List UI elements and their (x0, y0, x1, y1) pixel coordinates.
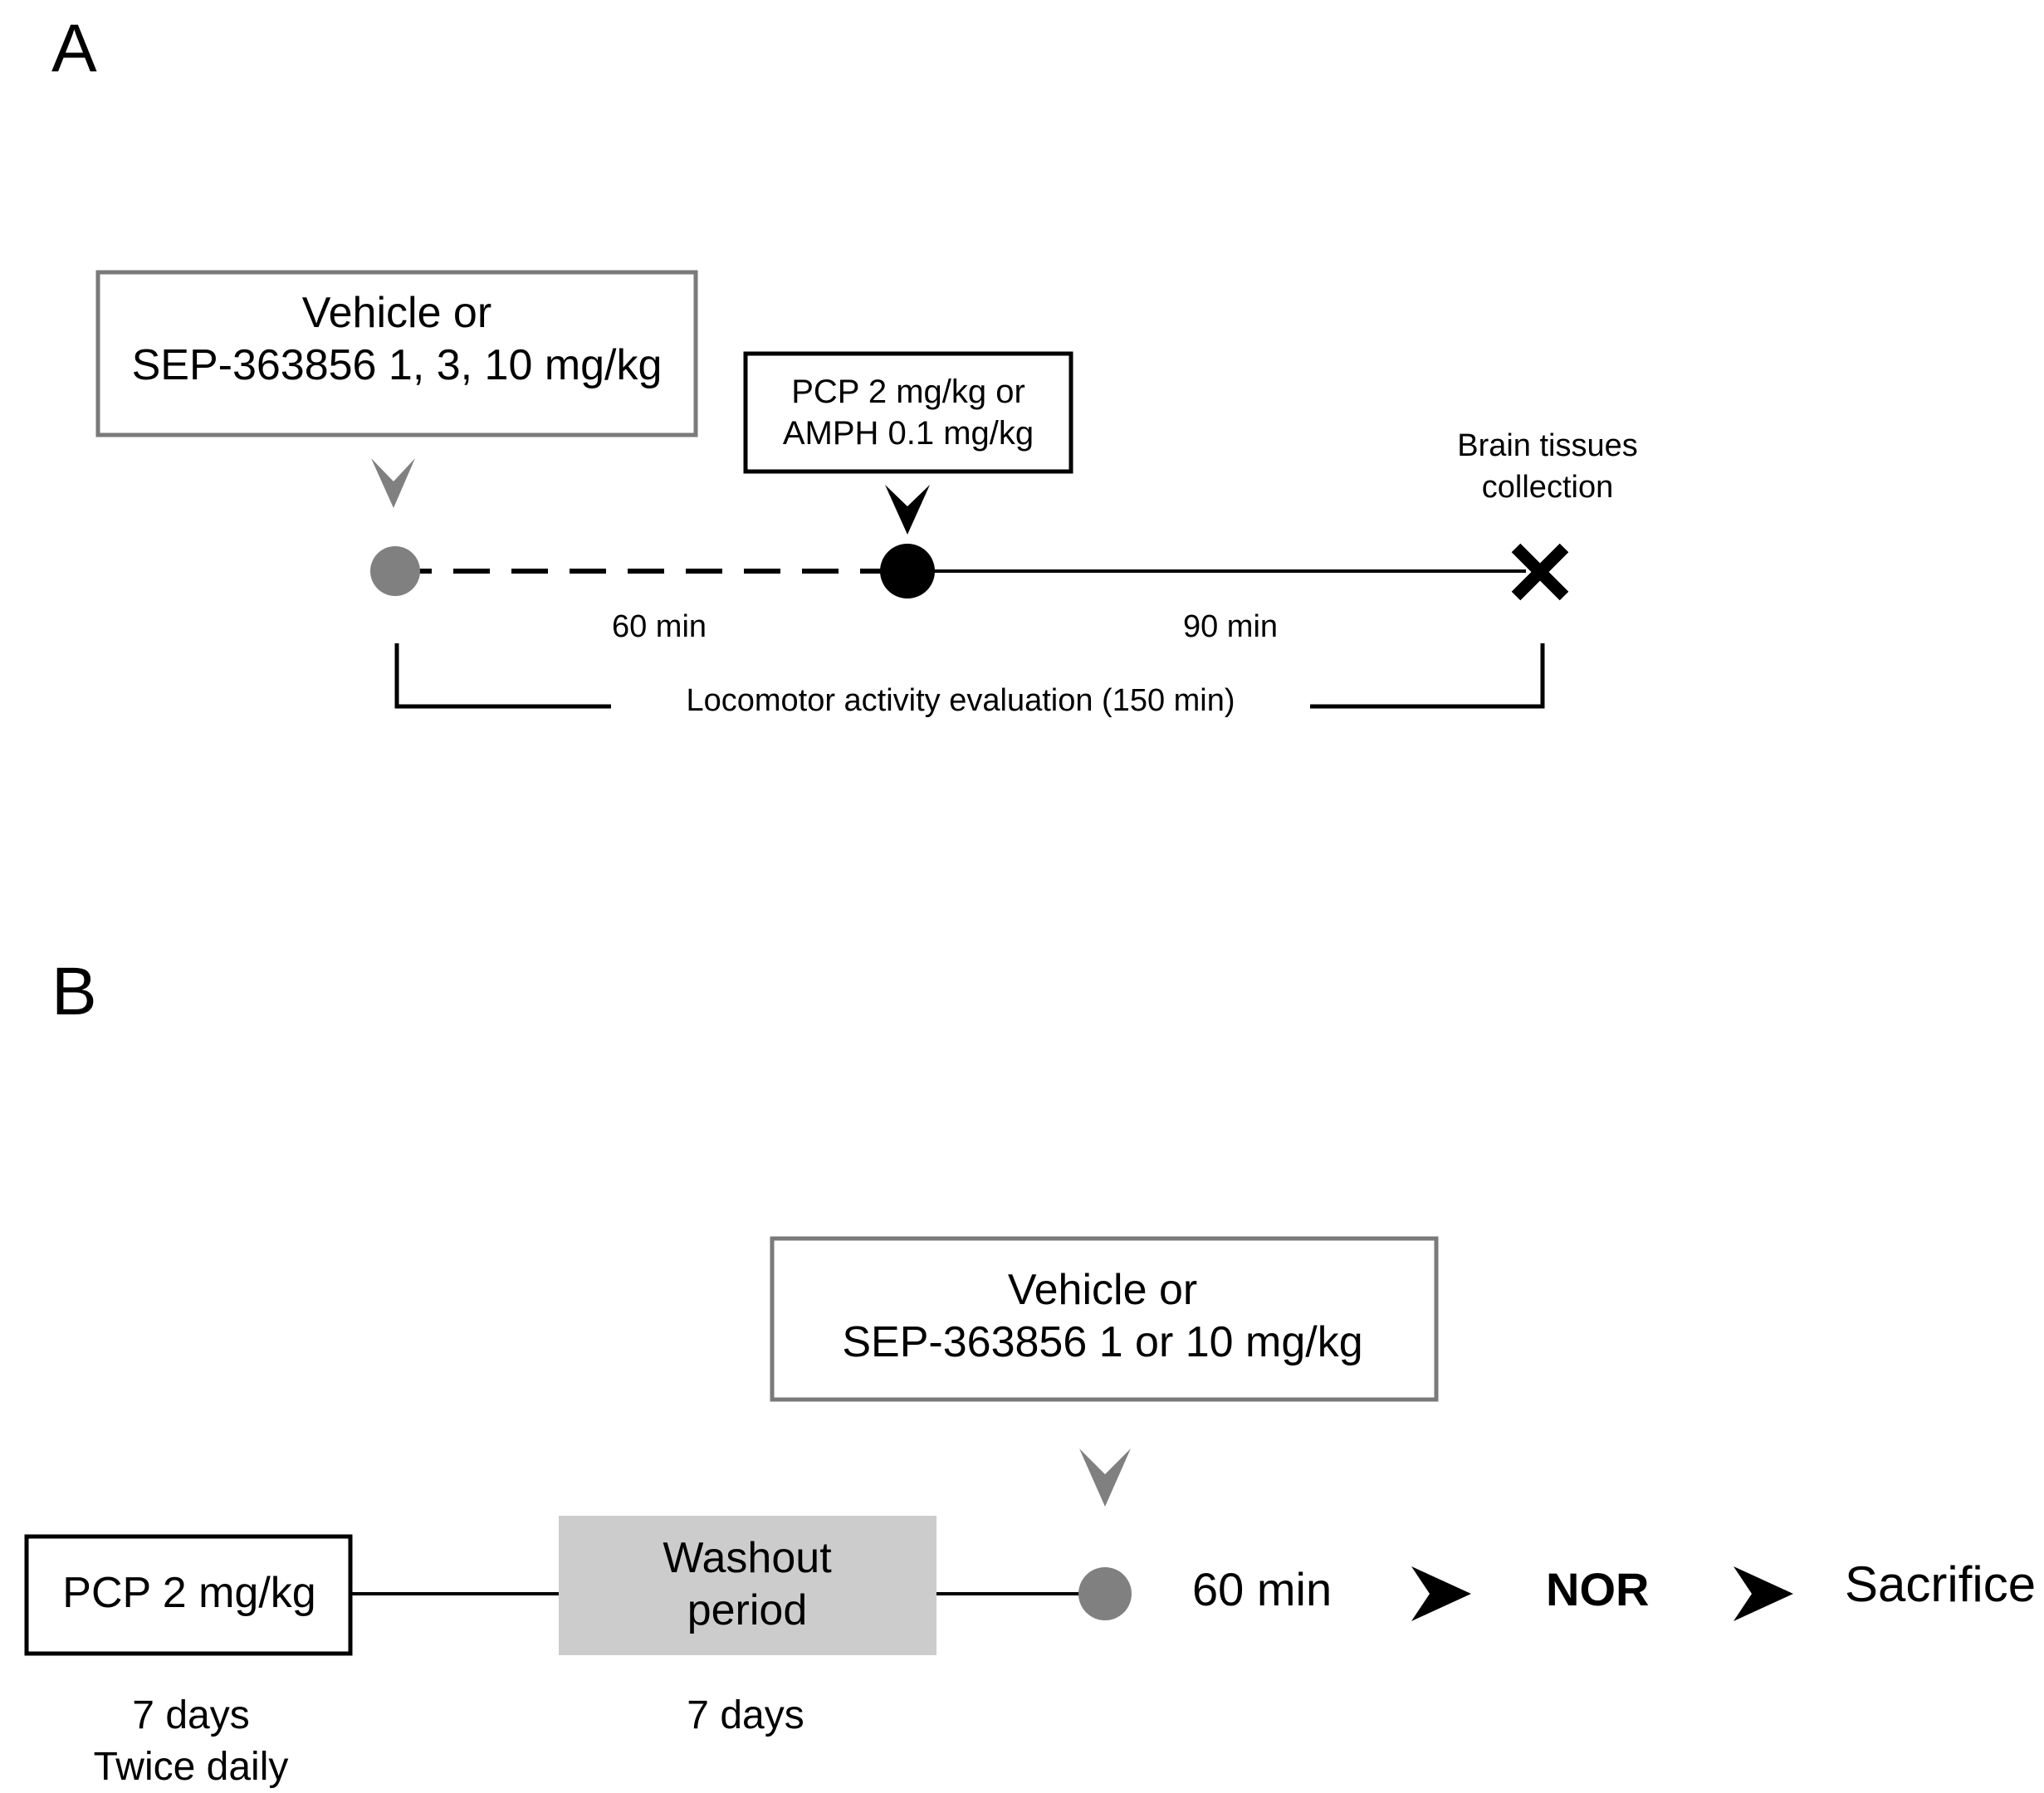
x-mark-icon (1511, 543, 1569, 601)
interval-label-2: 90 min (1182, 609, 1279, 644)
washout-box-line1: Washout (663, 1534, 832, 1582)
arrow-right-icon (1733, 1566, 1793, 1621)
challenge-box-a-line2: AMPH 0.1 mg/kg (782, 415, 1034, 452)
arrow-right-icon (1411, 1566, 1471, 1621)
pcp-box (24, 1534, 353, 1656)
treatment-box-b (770, 1236, 1439, 1402)
end-label-a-line1: Brain tissues (1457, 428, 1638, 463)
treatment-box-b-line1: Vehicle or (1007, 1266, 1198, 1314)
pcp-box-text: PCP 2 mg/kg (62, 1569, 316, 1617)
arrow-down-icon (371, 458, 415, 508)
treatment-box-a-line1: Vehicle or (301, 289, 492, 337)
arrow-down-icon (885, 485, 930, 535)
treatment-box-a-line2: SEP-363856 1, 3, 10 mg/kg (131, 341, 663, 389)
washout-box-line2: period (687, 1586, 808, 1634)
interval-label-b: 60 min (1192, 1563, 1333, 1615)
pcp-caption: 7 days Twice daily (94, 1690, 289, 1793)
pcp-caption-line2: Twice daily (93, 1745, 289, 1789)
evaluation-bracket (394, 643, 1545, 709)
interval-label-1: 60 min (611, 609, 707, 644)
washout-box (559, 1516, 936, 1655)
bracket-label: Locomotor activity evaluation (150 min) (686, 683, 1235, 718)
test-label: NOR (1546, 1563, 1650, 1615)
end-label-b: Sacrifice (1845, 1556, 2037, 1612)
dose-marker-gray (370, 546, 420, 596)
end-label-a: Brain tissues collection (1457, 425, 1638, 508)
washout-box-text: Washout period (663, 1532, 831, 1637)
panel-label-a: A (51, 11, 97, 86)
end-label-a-line2: collection (1481, 470, 1614, 505)
dose-marker-gray (1078, 1567, 1132, 1620)
dose-marker-black (880, 544, 935, 598)
challenge-box-a (743, 351, 1073, 474)
arrow-down-icon (1079, 1449, 1131, 1507)
washout-caption: 7 days (687, 1693, 804, 1737)
challenge-box-a-text: PCP 2 mg/kg or AMPH 0.1 mg/kg (783, 371, 1034, 454)
treatment-box-a-text: Vehicle or SEP-363856 1, 3, 10 mg/kg (132, 287, 663, 392)
panel-label-b: B (51, 954, 97, 1029)
challenge-box-a-line1: PCP 2 mg/kg or (791, 374, 1025, 410)
pcp-caption-line1: 7 days (132, 1693, 250, 1737)
treatment-box-a (95, 270, 698, 437)
treatment-box-b-text: Vehicle or SEP-363856 1 or 10 mg/kg (842, 1264, 1362, 1369)
treatment-box-b-line2: SEP-363856 1 or 10 mg/kg (842, 1318, 1363, 1366)
